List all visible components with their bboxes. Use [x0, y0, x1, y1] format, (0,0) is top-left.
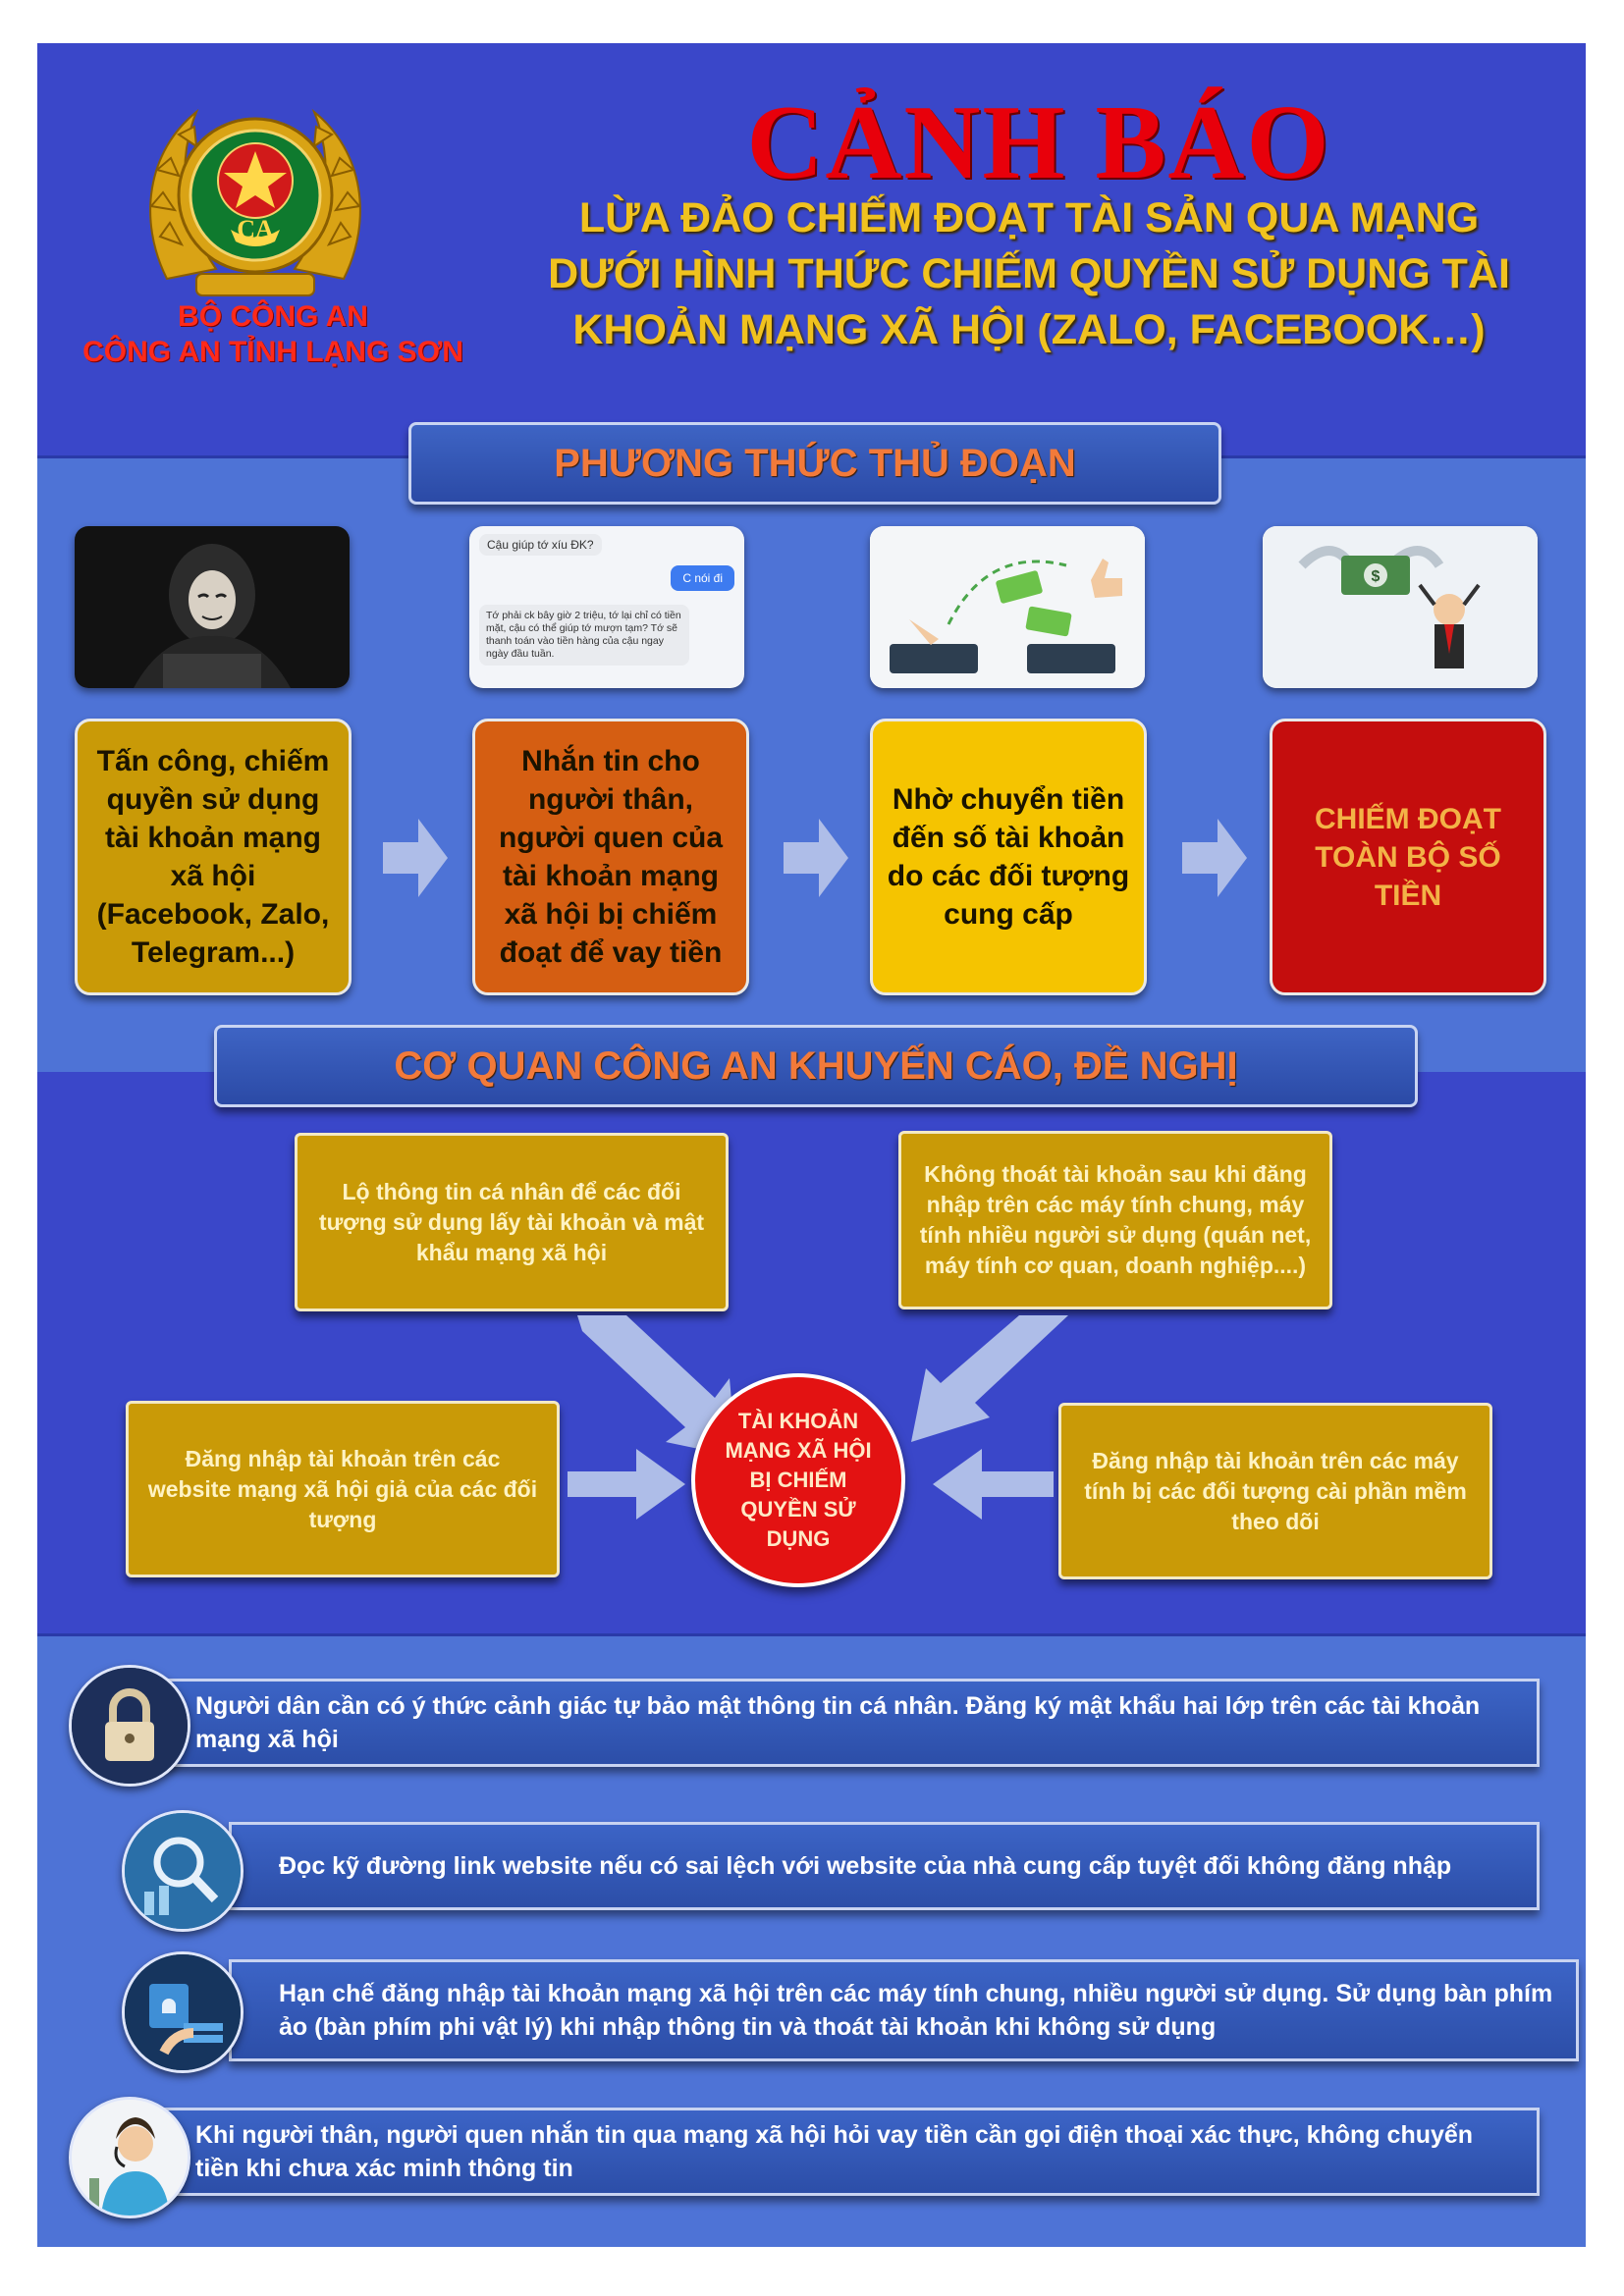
- arrow-right-icon: [1182, 819, 1247, 897]
- magnifier-icon: [122, 1810, 244, 1932]
- svg-text:CA: CA: [237, 215, 274, 243]
- compromised-account-circle: TÀI KHOẢN MẠNG XÃ HỘI BỊ CHIẾM QUYỀN SỬ …: [691, 1373, 905, 1587]
- poster: CA BỘ CÔNG AN CÔNG AN TỈNH LẠNG SƠN CẢNH…: [37, 43, 1586, 2247]
- money-transfer-image: [870, 526, 1145, 688]
- cause-box-top-right: Không thoát tài khoản sau khi đăng nhập …: [898, 1131, 1332, 1309]
- org-name-line1: BỘ CÔNG AN: [178, 300, 368, 333]
- phone-call-icon: [69, 2097, 190, 2218]
- arrow-right-icon: [784, 819, 848, 897]
- cause-box-left: Đăng nhập tài khoản trên các website mạn…: [126, 1401, 560, 1577]
- step-4-box: CHIẾM ĐOẠT TOÀN BỘ SỐ TIỀN: [1270, 719, 1546, 995]
- advice-section-heading: CƠ QUAN CÔNG AN KHUYẾN CÁO, ĐỀ NGHỊ: [214, 1025, 1418, 1107]
- cause-box-top-left: Lộ thông tin cá nhân để các đối tượng sử…: [295, 1133, 729, 1311]
- org-name-line2: CÔNG AN TỈNH LẠNG SƠN: [82, 336, 463, 368]
- step-3-box: Nhờ chuyển tiền đến số tài khoản do các …: [870, 719, 1147, 995]
- advice-row-3: Hạn chế đăng nhập tài khoản mạng xã hội …: [229, 1959, 1579, 2061]
- chat-screenshot-image: Cậu giúp tớ xíu ĐK? C nói đi Tớ phải ck …: [469, 526, 744, 688]
- subtitle-line2: DƯỚI HÌNH THỨC CHIẾM QUYỀN SỬ DỤNG TÀI: [548, 250, 1510, 297]
- advice-row-2: Đọc kỹ đường link website nếu có sai lệc…: [229, 1822, 1540, 1910]
- arrow-down-left-icon: [911, 1315, 1068, 1442]
- keyboard-icon: [122, 1951, 244, 2073]
- chat-reply: C nói đi: [671, 565, 734, 591]
- hacker-image: [75, 526, 350, 688]
- arrow-right-icon: [383, 819, 448, 897]
- advice-row-1: Người dân cần có ý thức cảnh giác tự bảo…: [145, 1679, 1540, 1767]
- advice-row-4: Khi người thân, người quen nhắn tin qua …: [145, 2108, 1540, 2196]
- cause-box-right: Đăng nhập tài khoản trên các máy tính bị…: [1058, 1403, 1492, 1579]
- subtitle-line3: KHOẢN MẠNG XÃ HỘI (ZALO, FACEBOOK…): [572, 306, 1486, 353]
- chat-message-1: Cậu giúp tớ xíu ĐK?: [479, 534, 602, 556]
- svg-text:$: $: [1372, 568, 1380, 585]
- chat-message-2: Tớ phải ck bây giờ 2 triệu, tớ lại chỉ c…: [479, 605, 689, 666]
- arrow-left-icon: [933, 1449, 1054, 1520]
- page-title: CẢNH BÁO: [746, 84, 1331, 201]
- subtitle-line1: LỪA ĐẢO CHIẾM ĐOẠT TÀI SẢN QUA MẠNG: [578, 194, 1480, 241]
- method-section-heading: PHƯƠNG THỨC THỦ ĐOẠN: [408, 422, 1221, 505]
- police-emblem-icon: CA: [149, 108, 361, 296]
- arrow-right-icon: [568, 1449, 685, 1520]
- step-2-box: Nhắn tin cho người thân, người quen của …: [472, 719, 749, 995]
- page-subtitle: LỪA ĐẢO CHIẾM ĐOẠT TÀI SẢN QUA MẠNG DƯỚI…: [479, 190, 1579, 358]
- money-flying-image: $: [1263, 526, 1538, 688]
- step-1-box: Tấn công, chiếm quyền sử dụng tài khoản …: [75, 719, 352, 995]
- padlock-icon: [69, 1665, 190, 1787]
